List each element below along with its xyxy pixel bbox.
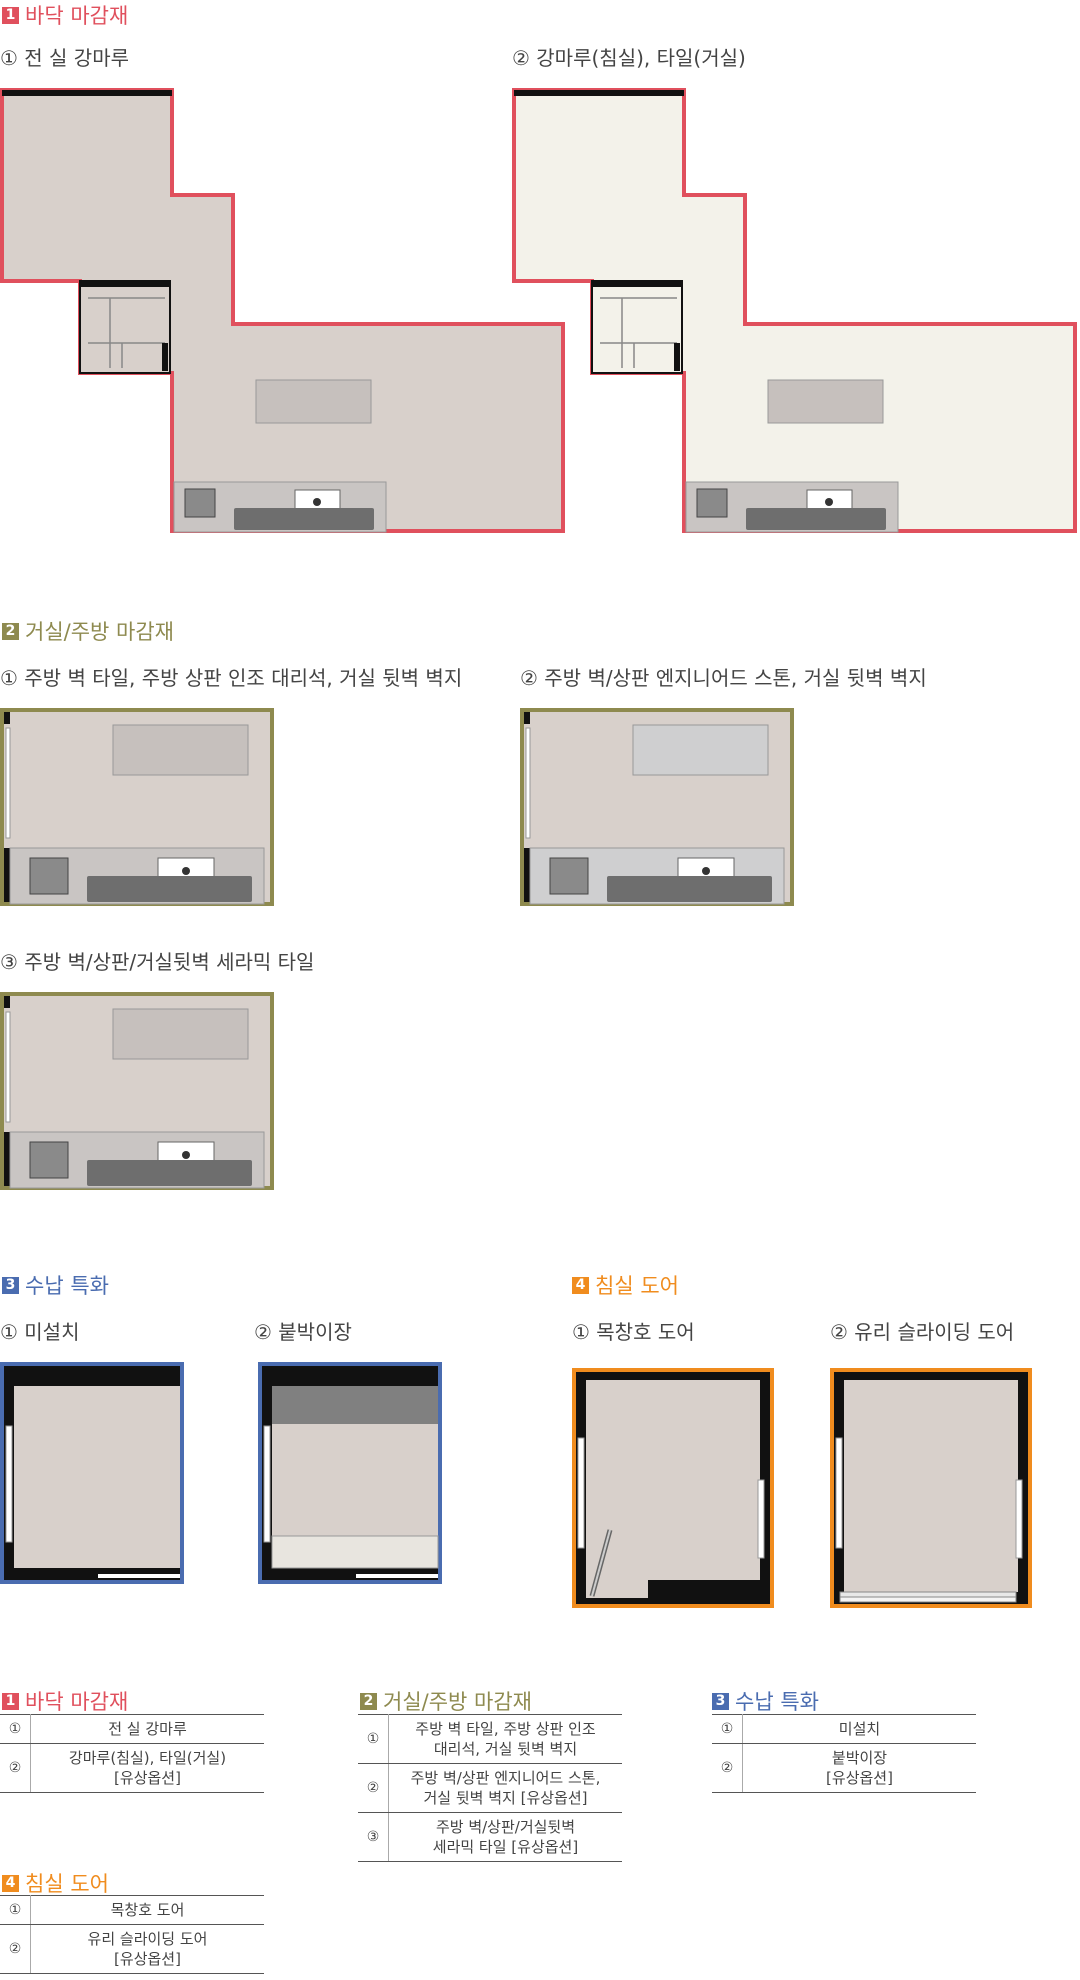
section-3-number: 3 — [2, 1276, 19, 1294]
legend-3-title: 3 수납 특화 — [712, 1686, 819, 1716]
sec2-plan-2 — [520, 708, 794, 906]
sec1-plan-1 — [0, 88, 565, 533]
sec3-plan-2 — [258, 1362, 442, 1584]
row-text: 강마루(침실), 타일(거실) [유상옵션] — [30, 1743, 264, 1793]
legend-1-number: 1 — [2, 1692, 19, 1710]
sec2-option-1-label: ① 주방 벽 타일, 주방 상판 인조 대리석, 거실 뒷벽 벽지 — [0, 666, 463, 690]
row-text: 전 실 강마루 — [30, 1714, 264, 1744]
sec4-option-1-label: ① 목창호 도어 — [572, 1320, 695, 1344]
sec2-plan-1 — [0, 708, 274, 906]
row-number: ② — [0, 1924, 31, 1974]
section-2-title: 2 거실/주방 마감재 — [2, 616, 174, 646]
sec1-plan-2 — [512, 88, 1077, 533]
sec3-option-1-label: ① 미설치 — [0, 1320, 80, 1344]
section-4-title: 4 침실 도어 — [572, 1270, 679, 1300]
sec1-option-2-label: ② 강마루(침실), 타일(거실) — [512, 46, 746, 70]
legend-3-heading: 수납 특화 — [735, 1690, 819, 1714]
sec2-plan-3 — [0, 992, 274, 1190]
row-text: 미설치 — [742, 1714, 976, 1744]
row-text: 목창호 도어 — [30, 1895, 264, 1925]
row-number: ① — [0, 1895, 31, 1925]
row-text: 유리 슬라이딩 도어 [유상옵션] — [30, 1924, 264, 1974]
legend-4-heading: 침실 도어 — [25, 1872, 109, 1896]
row-number: ② — [0, 1743, 31, 1793]
section-4-number: 4 — [572, 1276, 589, 1294]
section-1-title: 1 바닥 마감재 — [2, 0, 128, 30]
legend-2-heading: 거실/주방 마감재 — [383, 1690, 532, 1714]
row-number: ① — [712, 1714, 743, 1744]
sec4-plan-1 — [572, 1368, 774, 1608]
legend-4-number: 4 — [2, 1874, 19, 1892]
legend-3-number: 3 — [712, 1692, 729, 1710]
sec3-option-2-label: ② 붙박이장 — [254, 1320, 352, 1344]
section-4-heading: 침실 도어 — [595, 1274, 679, 1298]
section-2-heading: 거실/주방 마감재 — [25, 620, 174, 644]
legend-2-title: 2 거실/주방 마감재 — [360, 1686, 532, 1716]
legend-1-heading: 바닥 마감재 — [25, 1690, 129, 1714]
sec4-plan-2 — [830, 1368, 1032, 1608]
section-1-heading: 바닥 마감재 — [25, 4, 129, 28]
sec4-option-2-label: ② 유리 슬라이딩 도어 — [830, 1320, 1015, 1344]
row-text: 붙박이장 [유상옵션] — [742, 1743, 976, 1793]
section-1-number: 1 — [2, 6, 19, 24]
row-number: ② — [712, 1743, 743, 1793]
legend-4-title: 4 침실 도어 — [2, 1868, 109, 1898]
row-number: ① — [0, 1714, 31, 1744]
sec2-option-3-label: ③ 주방 벽/상판/거실뒷벽 세라믹 타일 — [0, 950, 315, 974]
row-text: 주방 벽/상판/거실뒷벽 세라믹 타일 [유상옵션] — [388, 1812, 622, 1862]
sec2-option-2-label: ② 주방 벽/상판 엔지니어드 스톤, 거실 뒷벽 벽지 — [520, 666, 927, 690]
section-3-heading: 수납 특화 — [25, 1274, 109, 1298]
legend-2-number: 2 — [360, 1692, 377, 1710]
row-number: ① — [358, 1714, 389, 1764]
legend-1-title: 1 바닥 마감재 — [2, 1686, 128, 1716]
sec1-option-1-label: ① 전 실 강마루 — [0, 46, 130, 70]
sec3-plan-1 — [0, 1362, 184, 1584]
row-number: ② — [358, 1763, 389, 1813]
section-3-title: 3 수납 특화 — [2, 1270, 109, 1300]
row-number: ③ — [358, 1812, 389, 1862]
section-2-number: 2 — [2, 622, 19, 640]
row-text: 주방 벽 타일, 주방 상판 인조 대리석, 거실 뒷벽 벽지 — [388, 1714, 622, 1764]
row-text: 주방 벽/상판 엔지니어드 스톤, 거실 뒷벽 벽지 [유상옵션] — [388, 1763, 622, 1813]
